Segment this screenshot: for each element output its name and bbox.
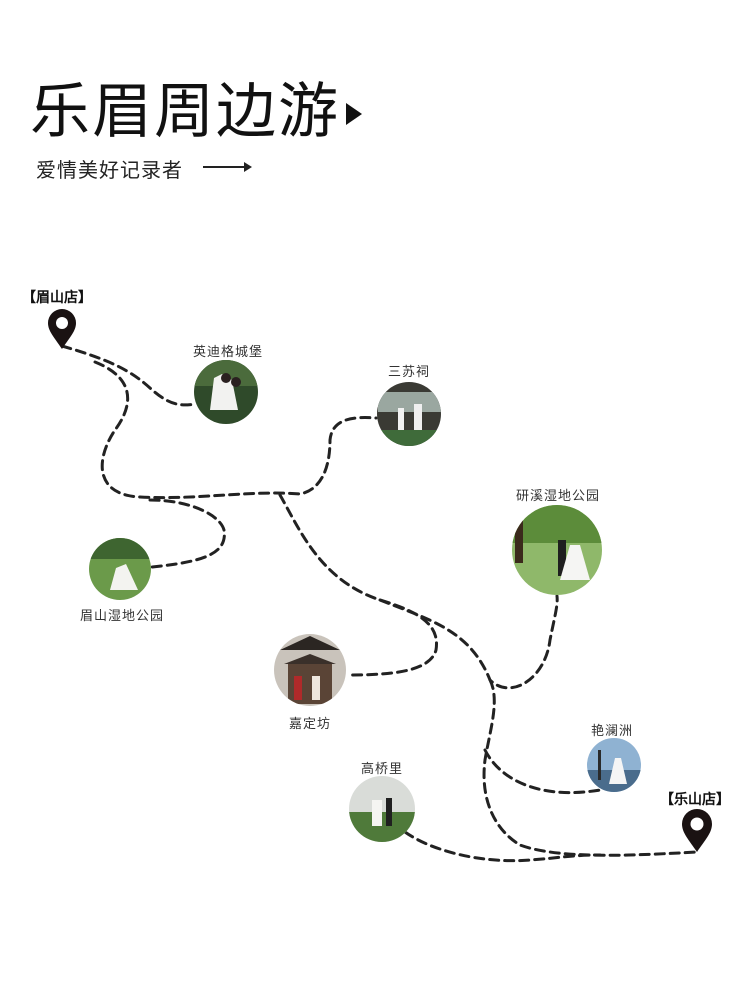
spot-label: 英迪格城堡 [193, 345, 264, 360]
play-triangle-icon [346, 103, 362, 125]
photo-yanlan-zhou [587, 738, 641, 792]
location-pin-icon [682, 809, 712, 852]
location-pin-icon [48, 309, 76, 349]
spot-label: 研溪湿地公园 [516, 489, 601, 504]
spot-label: 眉山湿地公园 [80, 609, 165, 624]
photo-sansu-temple [377, 382, 441, 446]
store-label-end: 【乐山店】 [660, 792, 730, 808]
spot-label: 高桥里 [361, 762, 404, 777]
photo-yingdi-castle [194, 360, 258, 424]
photo-yanxi-wetland [512, 505, 602, 595]
photo-gaoqiao-li [349, 776, 415, 842]
spot-label: 嘉定坊 [289, 717, 332, 732]
photo-meishan-wetland [89, 538, 151, 600]
page-subtitle: 爱情美好记录者 [36, 158, 183, 182]
spot-label: 三苏祠 [388, 365, 431, 380]
spot-label: 艳澜洲 [591, 724, 634, 739]
dashed-route [60, 344, 699, 863]
store-label-start: 【眉山店】 [22, 290, 92, 306]
page-title: 乐眉周边游 [30, 77, 340, 147]
photo-jiading-fang [274, 634, 346, 706]
